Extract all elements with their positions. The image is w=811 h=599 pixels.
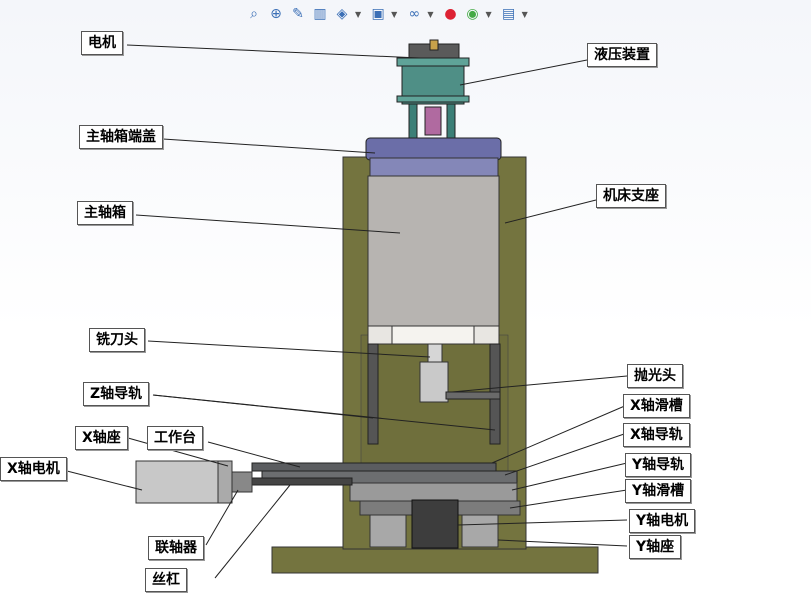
label-z-rail: Z轴导轨	[83, 382, 150, 406]
y-seat-right	[461, 514, 499, 548]
label-spindle-cover: 主轴箱端盖	[79, 125, 163, 149]
appearance-icon[interactable]: ●	[444, 6, 457, 22]
label-y-rail: Y轴导轨	[625, 453, 692, 477]
piston	[424, 106, 442, 136]
spindle-box	[367, 175, 500, 327]
label-lead-screw: 丝杠	[145, 568, 187, 592]
label-x-rail: X轴导轨	[623, 423, 690, 447]
coupling	[231, 471, 253, 493]
display-style-icon[interactable]: ▣	[371, 6, 385, 22]
chevron-down-icon[interactable]: ▼	[427, 9, 434, 19]
scene-icon[interactable]: ◉	[466, 6, 479, 22]
label-bed-support: 机床支座	[596, 184, 666, 208]
chevron-down-icon[interactable]: ▼	[521, 9, 528, 19]
hide-show-icon[interactable]: ∞	[408, 6, 421, 22]
label-polishing-head: 抛光头	[627, 364, 683, 388]
chevron-down-icon[interactable]: ▼	[485, 9, 492, 19]
label-x-motor: X轴电机	[0, 457, 67, 481]
zoom-fit-icon[interactable]: ⌕	[250, 6, 258, 22]
chevron-down-icon[interactable]: ▼	[391, 9, 398, 19]
zoom-area-icon[interactable]: ⊕	[270, 6, 282, 22]
label-y-seat: Y轴座	[629, 535, 682, 559]
hydraulic-rod-right	[446, 103, 456, 139]
base-plate	[271, 546, 599, 574]
spindle-cover	[365, 137, 502, 161]
label-coupling: 联轴器	[148, 536, 204, 560]
label-x-slot: X轴滑槽	[623, 394, 690, 418]
motor-shaft	[429, 39, 439, 51]
leader-lines	[62, 44, 628, 579]
y-seat-left	[369, 514, 407, 548]
view-orientation-icon[interactable]: ◈	[336, 6, 348, 22]
section-view-icon[interactable]: ▥	[313, 6, 327, 22]
view-toolbar: ⌕ ⊕ ✎ ▥ ◈ ▼ ▣ ▼ ∞ ▼ ● ◉ ▼ ▤ ▼	[245, 3, 532, 25]
sketch-icon[interactable]: ✎	[292, 6, 304, 22]
spindle-box-collar	[391, 325, 475, 345]
polishing-head	[419, 361, 449, 403]
label-milling-head: 铣刀头	[89, 328, 145, 352]
y-motor	[411, 499, 459, 549]
hydraulic-flange-low	[396, 95, 470, 103]
label-y-motor: Y轴电机	[629, 509, 696, 533]
x-rail	[349, 482, 518, 502]
label-worktable: 工作台	[147, 426, 203, 450]
label-y-slot: Y轴滑槽	[625, 479, 692, 503]
lead-screw	[251, 477, 353, 486]
label-hydraulic: 液压装置	[587, 43, 657, 67]
z-rail-left	[367, 343, 379, 445]
chevron-down-icon[interactable]: ▼	[355, 9, 362, 19]
spindle-cover-inner	[369, 157, 499, 177]
milling-head	[427, 343, 443, 365]
label-spindle-box: 主轴箱	[77, 201, 133, 225]
hydraulic-rod-left	[408, 103, 418, 139]
polishing-arm	[445, 391, 501, 400]
hydraulic-flange	[396, 57, 470, 67]
label-motor: 电机	[81, 31, 123, 55]
label-x-seat: X轴座	[75, 426, 128, 450]
view-settings-icon[interactable]: ▤	[502, 6, 516, 22]
x-motor-body	[135, 460, 223, 504]
x-motor-flange	[217, 460, 233, 504]
